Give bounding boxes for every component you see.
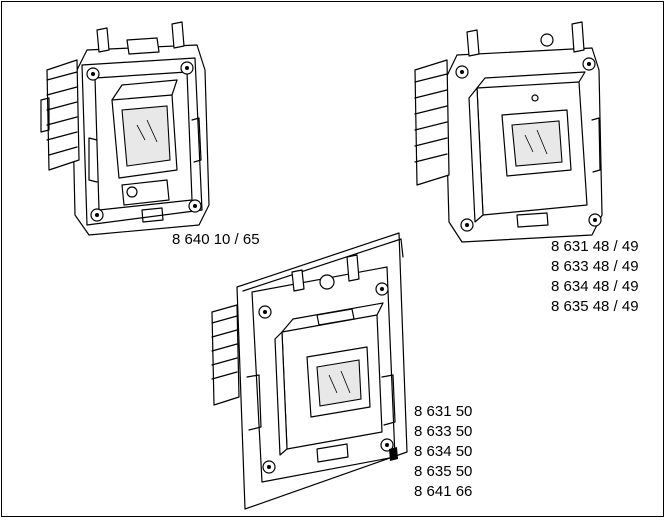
reference-code: 8 633 50 — [414, 423, 473, 440]
reference-code: 8 635 50 — [414, 463, 473, 480]
reference-list-plate-detector: 8 631 50 8 633 50 8 634 50 8 635 50 8 64… — [414, 402, 472, 502]
reference-code: 8 635 48 / 49 — [551, 298, 639, 315]
reference-code: 8 631 48 / 49 — [551, 238, 639, 255]
reference-code: 8 641 66 — [414, 483, 473, 500]
reference-code: 8 640 10 / 65 — [172, 231, 260, 248]
reference-label-mechanism: 8 640 10 / 65 — [172, 230, 260, 250]
mechanism-drawing — [27, 10, 227, 250]
reference-code: 8 634 50 — [414, 443, 473, 460]
reference-code: 8 631 50 — [414, 403, 473, 420]
reference-code: 8 634 48 / 49 — [551, 278, 639, 295]
plate-detector-drawing — [207, 227, 417, 512]
reference-list-square-detector: 8 631 48 / 49 8 633 48 / 49 8 634 48 / 4… — [551, 237, 639, 317]
square-detector-drawing — [407, 10, 617, 245]
reference-code: 8 633 48 / 49 — [551, 258, 639, 275]
